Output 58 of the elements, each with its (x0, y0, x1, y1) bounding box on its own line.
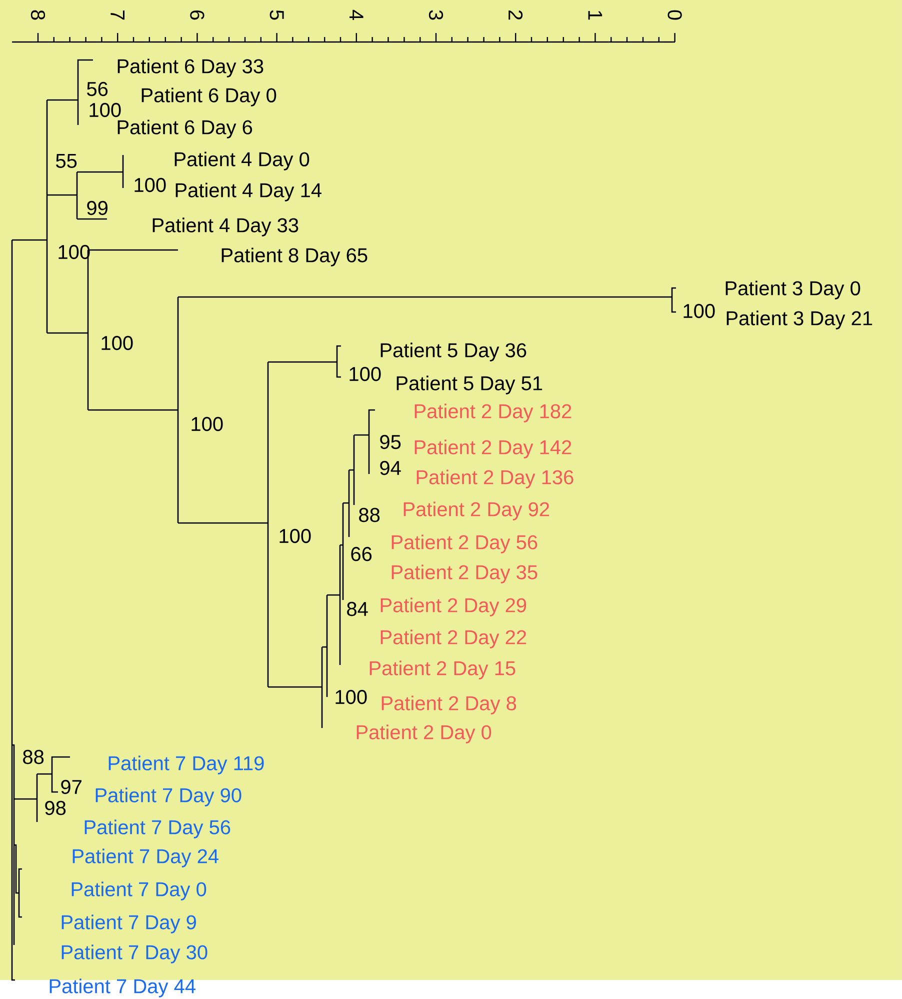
leaf-label: Patient 2 Day 22 (380, 630, 526, 648)
bootstrap-value: 100 (336, 690, 367, 704)
leaf-label: Patient 2 Day 29 (380, 598, 526, 616)
bootstrap-value: 95 (380, 434, 401, 450)
tick-label: 1 (588, 10, 602, 20)
leaf-label: Patient 5 Day 36 (380, 342, 526, 362)
tick-label: 4 (350, 10, 364, 20)
leaf-label: Patient 2 Day 92 (404, 502, 550, 520)
leaf-label: Patient 2 Day 15 (370, 660, 516, 680)
bootstrap-value: 55 (56, 154, 77, 168)
tick-label: 7 (110, 10, 124, 20)
bootstrap-value: 100 (684, 304, 715, 318)
leaf-label: Patient 6 Day 6 (118, 120, 252, 138)
leaf-label: Patient 7 Day 44 (50, 978, 196, 998)
leaf-label: Patient 7 Day 24 (72, 848, 218, 868)
leaf-label: Patient 2 Day 136 (416, 470, 574, 488)
tick-label: 0 (668, 10, 682, 20)
bootstrap-value: 97 (61, 780, 82, 794)
bootstrap-value: 100 (280, 528, 311, 544)
leaf-label: Patient 5 Day 51 (396, 376, 542, 394)
tick-label: 8 (30, 10, 46, 20)
leaf-label: Patient 4 Day 33 (152, 218, 298, 236)
bootstrap-value: 94 (380, 460, 401, 476)
bootstrap-value: 100 (90, 102, 121, 118)
leaf-label: Patient 7 Day 90 (96, 788, 242, 806)
bootstrap-value: 99 (87, 200, 108, 216)
leaf-label: Patient 4 Day 0 (174, 152, 310, 170)
leaf-label: Patient 2 Day 8 (382, 696, 516, 714)
leaf-label: Patient 2 Day 56 (392, 534, 538, 554)
bootstrap-value: 100 (134, 178, 166, 192)
leaf-label: Patient 3 Day 0 (726, 280, 860, 300)
bootstrap-value: 98 (45, 800, 66, 816)
bootstrap-value: 88 (359, 508, 380, 522)
leaf-label: Patient 6 Day 33 (118, 58, 264, 78)
leaf-label: Patient 2 Day 182 (414, 404, 572, 422)
leaf-label: Patient 2 Day 0 (356, 724, 492, 744)
leaf-label: Patient 2 Day 142 (414, 440, 572, 458)
bootstrap-value: 56 (87, 82, 108, 96)
tick-label: 2 (508, 10, 523, 20)
leaf-label: Patient 7 Day 119 (108, 756, 264, 774)
bootstrap-value: 100 (102, 336, 133, 350)
leaf-label: Patient 8 Day 65 (222, 248, 368, 266)
bootstrap-value: 84 (347, 602, 368, 616)
leaf-label: Patient 7 Day 0 (72, 882, 206, 900)
leaf-label: Patient 4 Day 14 (176, 182, 322, 202)
leaf-label: Patient 2 Day 35 (392, 564, 538, 584)
bootstrap-value: 88 (23, 750, 44, 764)
leaf-label: Patient 7 Day 30 (62, 944, 208, 964)
leaf-label: Patient 7 Day 56 (84, 820, 230, 838)
bootstrap-value: 100 (192, 416, 223, 432)
bootstrap-value: 66 (351, 546, 372, 562)
leaf-label: Patient 7 Day 9 (62, 914, 196, 934)
leaf-label: Patient 6 Day 0 (142, 88, 276, 106)
leaf-label: Patient 3 Day 21 (726, 310, 872, 330)
tick-label: 3 (428, 10, 444, 20)
bootstrap-value: 100 (350, 366, 381, 382)
tick-label: 5 (270, 10, 284, 20)
tick-label: 6 (190, 10, 204, 20)
